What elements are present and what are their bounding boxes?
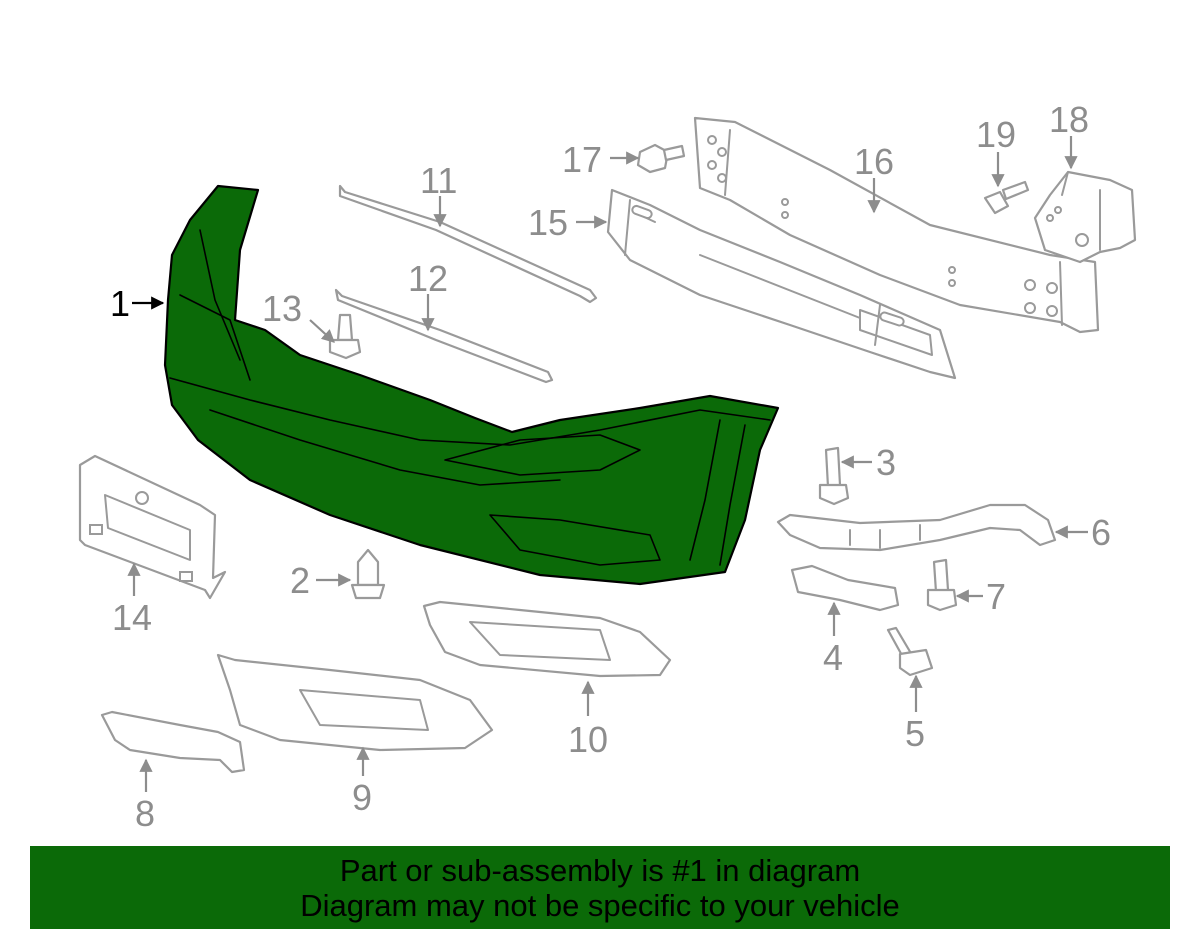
- callout-15: 15: [528, 202, 608, 243]
- parts-diagram: 1 2 3 4 5 6 7 8 9 10 11 12: [78, 99, 1137, 834]
- callout-19: 19: [976, 114, 1016, 188]
- part-4-bracket[interactable]: [790, 564, 900, 612]
- svg-text:3: 3: [876, 442, 896, 483]
- callout-18: 18: [1049, 99, 1089, 170]
- callout-13: 13: [262, 288, 335, 343]
- part-10-grille-insert[interactable]: [422, 600, 672, 678]
- svg-text:2: 2: [290, 560, 310, 601]
- part-17-bolt[interactable]: [636, 143, 686, 174]
- svg-text:6: 6: [1091, 512, 1111, 553]
- part-8-fog-lamp-cover[interactable]: [100, 710, 246, 774]
- callout-8: 8: [135, 758, 155, 834]
- callout-9: 9: [352, 746, 372, 818]
- svg-text:17: 17: [562, 139, 602, 180]
- part-3-bolt[interactable]: [818, 446, 850, 506]
- part-11-strip[interactable]: [338, 184, 598, 304]
- part-2-push-pin[interactable]: [350, 548, 386, 600]
- svg-text:7: 7: [986, 576, 1006, 617]
- svg-text:14: 14: [112, 597, 152, 638]
- part-6-side-bracket[interactable]: [776, 503, 1057, 552]
- banner-line-2: Diagram may not be specific to your vehi…: [300, 887, 900, 923]
- svg-text:8: 8: [135, 793, 155, 834]
- callout-17: 17: [562, 139, 640, 180]
- part-19-bolt[interactable]: [983, 180, 1030, 215]
- info-banner: Part or sub-assembly is #1 in diagram Di…: [30, 846, 1170, 929]
- callout-6: 6: [1054, 512, 1111, 553]
- part-7-bolt[interactable]: [926, 558, 958, 612]
- callout-10: 10: [568, 680, 608, 760]
- part-15-energy-absorber[interactable]: [606, 188, 957, 380]
- part-13-stud[interactable]: [328, 313, 362, 360]
- callout-1: 1: [110, 283, 165, 324]
- part-9-lower-grille[interactable]: [216, 653, 494, 752]
- svg-text:11: 11: [420, 160, 457, 201]
- callout-5: 5: [905, 674, 925, 754]
- svg-text:1: 1: [110, 283, 130, 324]
- svg-text:5: 5: [905, 713, 925, 754]
- svg-text:12: 12: [408, 258, 448, 299]
- callout-4: 4: [823, 601, 843, 678]
- svg-text:18: 18: [1049, 99, 1089, 140]
- part-16-reinforcement-beam[interactable]: [693, 116, 1100, 334]
- svg-text:4: 4: [823, 637, 843, 678]
- svg-text:10: 10: [568, 719, 608, 760]
- svg-text:16: 16: [854, 141, 894, 182]
- svg-text:13: 13: [262, 288, 302, 329]
- callout-2: 2: [290, 560, 352, 601]
- svg-text:15: 15: [528, 202, 568, 243]
- callout-11: 11: [420, 160, 457, 228]
- callout-12: 12: [408, 258, 448, 332]
- callout-14: 14: [112, 562, 152, 638]
- part-12-strip[interactable]: [334, 288, 554, 384]
- part-18-bracket[interactable]: [1033, 170, 1137, 264]
- part-5-screw[interactable]: [886, 626, 934, 677]
- svg-text:19: 19: [976, 114, 1016, 155]
- callout-3: 3: [840, 442, 896, 483]
- part-14-license-bracket[interactable]: [78, 454, 227, 600]
- callout-7: 7: [955, 576, 1006, 617]
- part-1-bumper-cover[interactable]: [163, 184, 780, 586]
- callout-16: 16: [854, 141, 894, 214]
- svg-text:9: 9: [352, 777, 372, 818]
- banner-line-1: Part or sub-assembly is #1 in diagram: [339, 852, 861, 888]
